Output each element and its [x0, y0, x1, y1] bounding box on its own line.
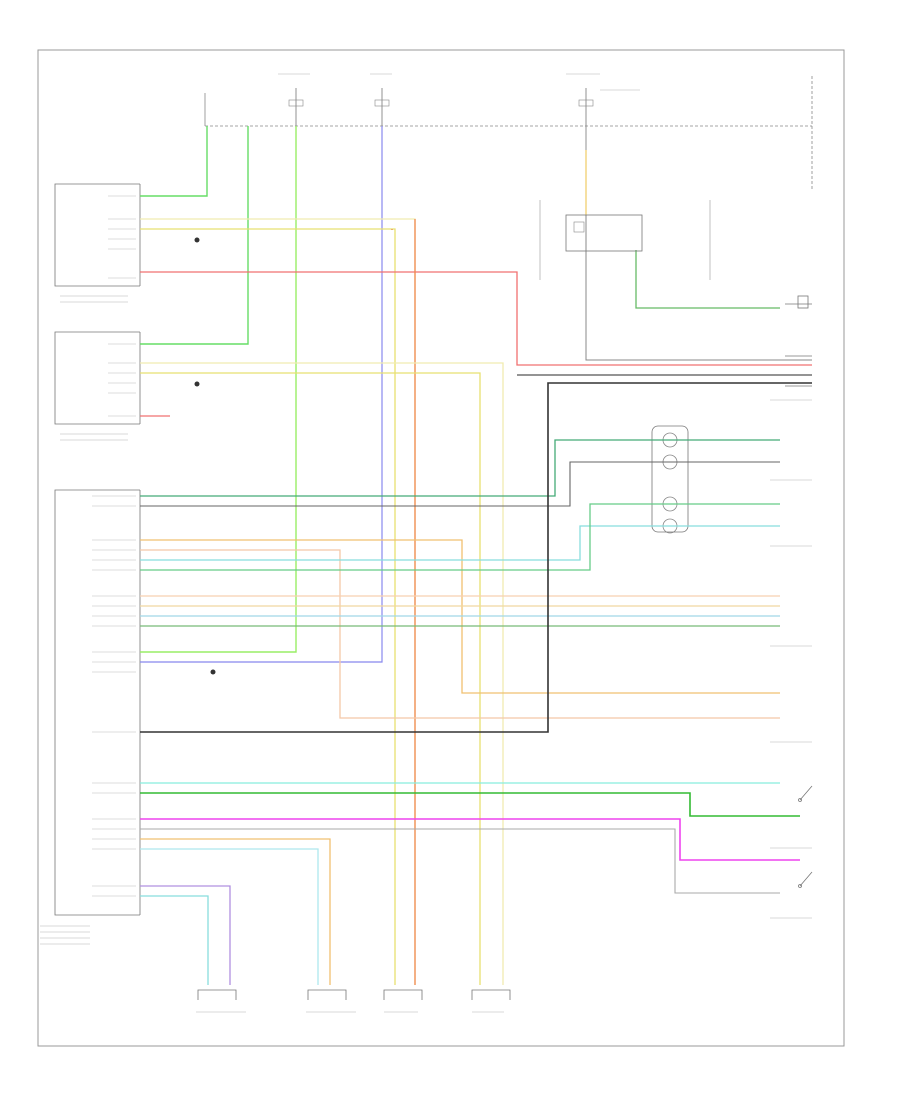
wire-cyan-driver-5	[140, 525, 780, 561]
right-front-sensor-module	[54, 331, 141, 425]
bottom-connector-4	[471, 989, 511, 1000]
wire-yellow-lf-2	[140, 228, 396, 985]
clockspring-assembly	[651, 425, 689, 534]
bottom-connector-1	[197, 989, 237, 1000]
airbag-control-module	[54, 489, 141, 916]
faint-labels	[40, 73, 812, 1013]
wire-light-green-rf	[140, 126, 249, 345]
bottom-connector-2	[307, 989, 347, 1000]
pin-labels	[92, 195, 136, 897]
wire-tan-belt-5	[140, 838, 331, 985]
wire-gray-belt-4	[140, 828, 780, 894]
wire-yellow-rf-1	[140, 362, 504, 985]
passenger-belt-switch	[798, 871, 813, 888]
diagram-frame	[37, 49, 845, 1047]
left-front-sensor-module	[54, 183, 141, 287]
sensor-connector-icon	[797, 295, 809, 309]
wire-dark-bus	[140, 382, 812, 733]
wire-pink-lf	[140, 271, 812, 366]
wire-magenta-belt-3	[140, 818, 800, 861]
wire-green-belt-2	[140, 792, 800, 817]
wire-peach-driver-4	[140, 549, 780, 719]
driver-belt-switch	[798, 785, 813, 802]
switch-icon	[799, 785, 813, 801]
wire-cyan-belt-6	[140, 848, 319, 985]
wire-sensor-feed	[585, 150, 812, 361]
wire-dark-green-driver-1	[140, 439, 780, 497]
ground-icon	[194, 237, 216, 675]
wire-light-green-acm	[140, 126, 297, 653]
fuse-block-1	[288, 88, 304, 126]
fuse-block-2	[374, 88, 390, 126]
fuse-block-3	[578, 88, 594, 150]
wire-yellow-rf-2	[140, 372, 481, 985]
occupant-sensor-module	[539, 200, 711, 280]
wire-green-sensor	[635, 250, 780, 309]
wire-blue	[140, 126, 383, 663]
wire-light-green-lf	[140, 126, 208, 197]
wire-cyan-side-2	[140, 895, 209, 985]
wire-yellow-lf-1	[140, 218, 416, 985]
clockspring-icon	[651, 425, 689, 533]
right-connectors	[785, 295, 812, 387]
wire-green-driver-6	[140, 503, 780, 571]
wire-violet-side-1	[140, 885, 231, 985]
wire-dark-gray-driver-2	[140, 461, 780, 507]
bottom-connector-3	[383, 989, 423, 1000]
